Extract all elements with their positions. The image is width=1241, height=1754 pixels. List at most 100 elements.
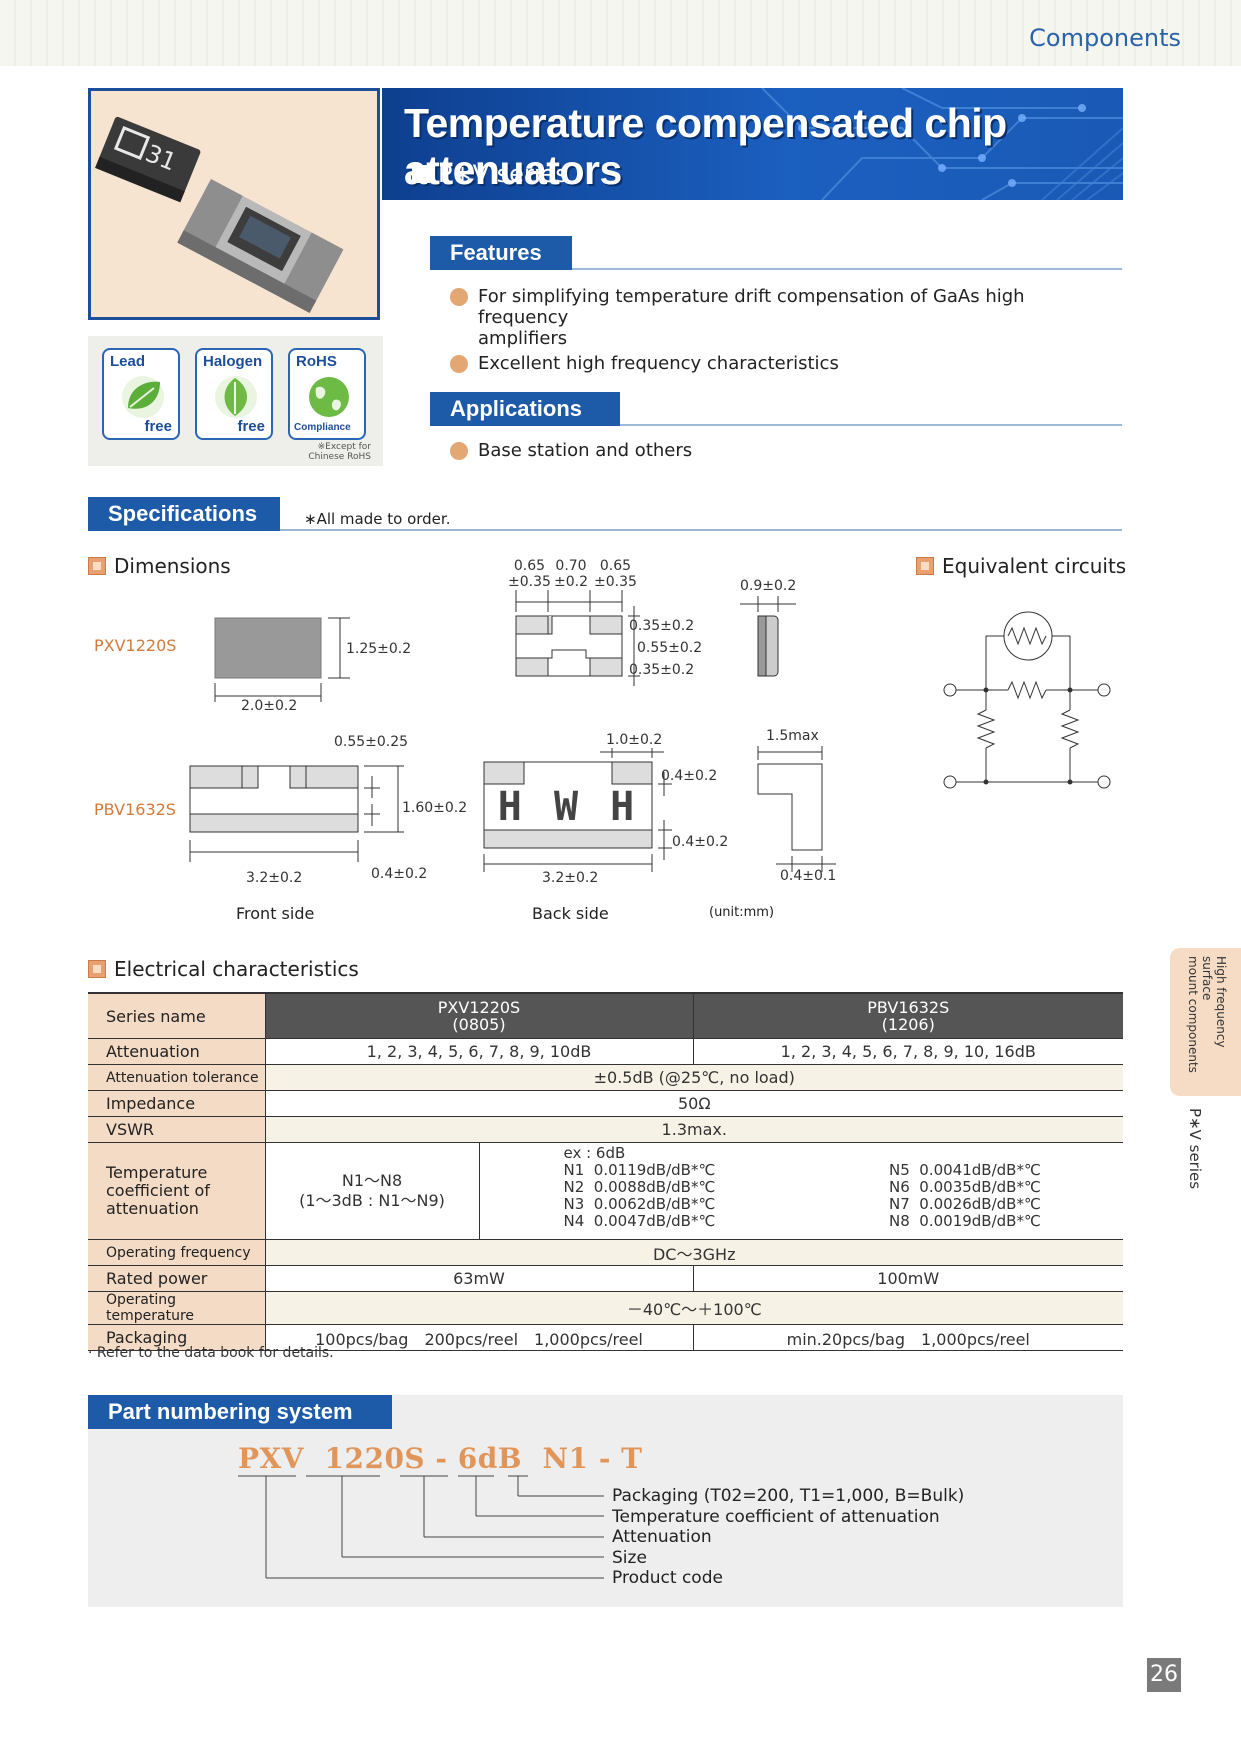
part-numbering-heading: Part numbering system xyxy=(88,1395,392,1429)
table-row: Attenuation tolerance ±0.5dB (@25℃, no l… xyxy=(88,1064,1123,1091)
rohs-note: ※Except for Chinese RoHS xyxy=(308,442,371,462)
tempco-values-right: N5 0.0041dB/dB*℃ N6 0.0035dB/dB*℃ N7 0.0… xyxy=(889,1161,1041,1230)
series-subtitle: P∗V series xyxy=(412,160,568,188)
table-cell: Rated power xyxy=(88,1265,265,1292)
table-cell: Packaging xyxy=(88,1324,265,1351)
application-text: Base station and others xyxy=(478,440,693,461)
back-side-caption: Back side xyxy=(532,904,609,923)
table-header-cell: PXV1220S(0805) xyxy=(264,992,693,1039)
section-square-icon xyxy=(88,960,106,978)
part-number-leader-lines xyxy=(238,1475,604,1579)
table-row: Packaging 100pcs/bag 200pcs/reel 1,000pc… xyxy=(88,1324,1123,1351)
side-tab-line: High frequency surface xyxy=(1200,956,1228,1048)
dim-text: 0.65±0.35 xyxy=(594,558,637,590)
series-name: P∗V series xyxy=(438,160,568,188)
leaf-icon xyxy=(215,376,257,418)
part-number-legend: Packaging (T02=200, T1=1,000, B=Bulk) Te… xyxy=(612,1486,964,1589)
page-number: 26 xyxy=(1147,1658,1181,1692)
electrical-heading: Electrical characteristics xyxy=(88,957,359,981)
table-header-cell: Series name xyxy=(88,992,265,1039)
bullet-icon xyxy=(450,355,468,373)
dim-text: 0.4±0.2 xyxy=(371,866,428,882)
dim-text: 3.2±0.2 xyxy=(542,870,599,886)
dim-text: 1.0±0.2 xyxy=(606,732,663,748)
feature-text: amplifiers xyxy=(478,328,568,349)
dim-text: 1.25±0.2 xyxy=(346,641,412,657)
dim-text: 2.0±0.2 xyxy=(241,698,298,714)
part-number-example: PXV 1220S - 6dB N1 - T xyxy=(238,1442,643,1475)
halogen-free-badge: Halogen free xyxy=(195,348,273,440)
page-title: Temperature compensated chip attenuators xyxy=(404,100,1007,193)
dim-text: 0.55±0.25 xyxy=(334,734,409,750)
rohs-note-line: ※Except for xyxy=(317,442,371,452)
chip-marking: H W H xyxy=(497,784,639,830)
table-cell: 63mW xyxy=(264,1265,693,1292)
table-cell: 100pcs/bag 200pcs/reel 1,000pcs/reel xyxy=(264,1324,693,1351)
lead-free-badge: Lead free xyxy=(102,348,180,440)
side-tab-text: High frequency surface mount components xyxy=(1186,956,1228,1088)
features-heading: Features xyxy=(430,236,572,270)
product-photo: 31 xyxy=(88,88,380,320)
dimensions-heading-text: Dimensions xyxy=(114,554,231,578)
leaf-icon xyxy=(122,376,164,418)
table-cell: 1, 2, 3, 4, 5, 6, 7, 8, 9, 10, 16dB xyxy=(692,1038,1123,1065)
table-cell: 100mW xyxy=(692,1265,1123,1292)
table-row: VSWR 1.3max. xyxy=(88,1116,1123,1143)
dim-text: 0.9±0.2 xyxy=(740,578,797,594)
side-series-label: P∗V series xyxy=(1186,1108,1204,1190)
table-cell: N1～N8(1～3dB : N1～N9) xyxy=(264,1142,479,1240)
applications-heading: Applications xyxy=(430,392,620,426)
applications-divider xyxy=(620,424,1122,426)
legend-item: Packaging (T02=200, T1=1,000, B=Bulk) xyxy=(612,1486,965,1506)
tempco-values-left: N1 0.0119dB/dB*℃ N2 0.0088dB/dB*℃ N3 0.0… xyxy=(563,1161,716,1230)
square-bullet-icon xyxy=(412,165,430,183)
table-row: Series name PXV1220S(0805) PBV1632S(1206… xyxy=(88,992,1123,1039)
badge-top-label: Halogen xyxy=(203,353,263,370)
side-tab: High frequency surface mount components xyxy=(1170,948,1241,1096)
table-cell: Attenuation tolerance xyxy=(88,1064,265,1091)
table-footnote: · Refer to the data book for details. xyxy=(88,1345,334,1361)
table-header-cell: PBV1632S(1206) xyxy=(692,992,1123,1039)
dim-text: 1.60±0.2 xyxy=(402,800,468,816)
pxv-dimension-label: PXV1220S xyxy=(94,636,177,655)
part-numbering-box xyxy=(88,1395,1123,1607)
side-tab-line: mount components xyxy=(1186,956,1200,1073)
rohs-note-line: Chinese RoHS xyxy=(308,452,371,462)
list-item: Base station and others xyxy=(450,440,1110,461)
table-cell: N5 0.0041dB/dB*℃ N6 0.0035dB/dB*℃ N7 0.0… xyxy=(693,1142,1123,1240)
bullet-icon xyxy=(450,288,468,306)
circuit-pattern xyxy=(761,88,1123,200)
feature-text: For simplifying temperature drift compen… xyxy=(478,286,1025,328)
dim-text: 1.5max xyxy=(766,728,819,744)
dim-text: 0.70±0.2 xyxy=(554,558,588,590)
equivalent-circuits-heading: Equivalent circuits xyxy=(916,554,1126,578)
applications-list: Base station and others xyxy=(450,440,1110,461)
globe-icon xyxy=(309,377,349,417)
equivalent-circuits-heading-text: Equivalent circuits xyxy=(942,554,1127,578)
table-cell: min.20pcs/bag 1,000pcs/reel xyxy=(692,1324,1123,1351)
table-row: Impedance 50Ω xyxy=(88,1090,1123,1117)
table-cell: Operating temperature xyxy=(88,1291,265,1325)
dim-text: 0.35±0.2 xyxy=(629,662,695,678)
list-item: Excellent high frequency characteristics xyxy=(450,353,1110,374)
table-cell: DC～3GHz xyxy=(264,1239,1123,1266)
badge-top-label: Lead xyxy=(110,353,146,370)
features-divider xyxy=(572,268,1122,270)
legend-item: Temperature coefficient of attenuation xyxy=(612,1506,940,1527)
badge-bottom-label: free xyxy=(237,418,265,435)
table-cell: －40℃～＋100℃ xyxy=(264,1291,1123,1325)
table-row: Attenuation 1, 2, 3, 4, 5, 6, 7, 8, 9, 1… xyxy=(88,1038,1123,1065)
table-row: Operating frequency DC～3GHz xyxy=(88,1239,1123,1266)
section-square-icon xyxy=(916,557,934,575)
section-label: Components xyxy=(1029,24,1181,52)
dimensions-heading: Dimensions xyxy=(88,554,231,578)
rohs-badge: RoHS Compliance xyxy=(288,348,366,440)
dim-text: 0.4±0.2 xyxy=(672,834,729,850)
table-cell: 1.3max. xyxy=(264,1116,1123,1143)
feature-text: Excellent high frequency characteristics xyxy=(478,353,839,374)
electrical-heading-text: Electrical characteristics xyxy=(114,957,359,981)
dim-text: 0.65±0.35 xyxy=(508,558,551,590)
list-item: For simplifying temperature drift compen… xyxy=(450,286,1110,349)
